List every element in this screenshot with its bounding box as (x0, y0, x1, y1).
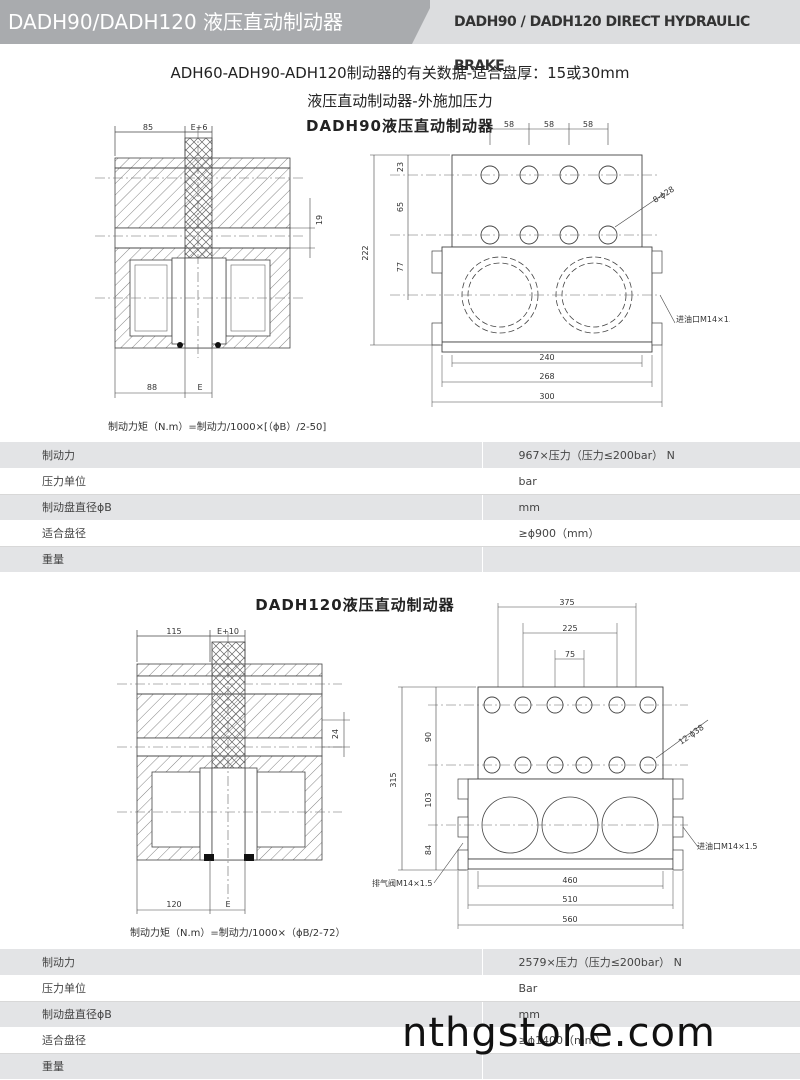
d2-total-h: 315 (389, 772, 398, 787)
drawing1-front-view: 58 58 58 222 23 65 77 8-ϕ28 进油口M14×1.5 2… (361, 120, 730, 407)
d1-holes-label: 8-ϕ28 (651, 185, 676, 205)
d2-oil-port: 进油口M14×1.5 (697, 841, 758, 851)
spec-label: 制动力 (0, 442, 482, 469)
d1-w268: 268 (539, 372, 554, 381)
d2-v90: 90 (424, 732, 433, 742)
d2-w460: 460 (562, 876, 577, 885)
drawing2-side-view: 115 E+10 24 120 E (117, 627, 350, 914)
drawing2-front-view: 375 225 75 315 90 103 84 12-ϕ38 进油口M14×1… (372, 598, 758, 929)
spec-label: 适合盘径 (0, 520, 482, 547)
model2-title: DADH120液压直动制动器 (255, 596, 455, 614)
d2-v84: 84 (424, 845, 433, 855)
banner-title-cn: DADH90/DADH120 液压直动制动器 (0, 0, 430, 44)
spec-label: 制动盘直径ϕB (0, 1001, 482, 1028)
d2-formula: 制动力矩（N.m）=制动力/1000×（ϕB/2-72） (130, 928, 346, 939)
d1-w240: 240 (539, 353, 554, 362)
table-row: 重量 (0, 1053, 800, 1080)
d2-holes-label: 12-ϕ38 (677, 723, 706, 747)
d2-dim-gap: E+10 (217, 627, 239, 636)
d2-w510: 510 (562, 895, 577, 904)
d2-dim-top: 115 (166, 627, 181, 636)
d2-v103: 103 (424, 792, 433, 807)
spec-value: bar (481, 468, 800, 495)
d1-pitch2: 58 (544, 120, 554, 129)
d2-w375: 375 (559, 598, 574, 607)
d1-dim-gap: E+6 (191, 123, 208, 132)
drawing1-side-view: 85 E+6 19 88 E (95, 123, 324, 398)
d1-dim-bottom: 88 (147, 383, 157, 392)
spec-value: ≥ϕ1400（mm） (481, 1027, 800, 1054)
spec-label: 重量 (0, 546, 482, 573)
table-row: 重量 (0, 546, 800, 573)
spec-value (481, 546, 800, 573)
spec-value: 967×压力（压力≤200bar） N (481, 442, 800, 469)
sub-heading: 液压直动制动器-外施加压力 (307, 92, 493, 110)
d1-oil-port: 进油口M14×1.5 (676, 314, 730, 324)
header-banner: DADH90/DADH120 液压直动制动器 DADH90 / DADH120 … (0, 0, 800, 74)
spec-label: 适合盘径 (0, 1027, 482, 1054)
watermark-text: nthgstone.com (402, 1010, 716, 1056)
d2-dim-bottom: 120 (166, 900, 181, 909)
d1-v77: 77 (396, 262, 405, 272)
d2-dim-e: E (225, 900, 230, 909)
d1-formula: 制动力矩（N.m）=制动力/1000×[（ϕB）/2-50] (108, 422, 327, 433)
d2-w560: 560 (562, 915, 577, 924)
spec-value: Bar (481, 975, 800, 1002)
d2-w225: 225 (562, 624, 577, 633)
spec-value: mm (481, 1001, 800, 1028)
d1-v65: 65 (396, 202, 405, 212)
spec-label: 压力单位 (0, 975, 482, 1002)
d1-total-h: 222 (361, 245, 370, 260)
spec-value: mm (481, 494, 800, 521)
d2-vent: 排气阀M14×1.5 (372, 878, 433, 888)
d2-w75: 75 (565, 650, 575, 659)
d2-dim-24: 24 (331, 729, 340, 739)
d1-pitch1: 58 (504, 120, 514, 129)
model1-title: DADH90液压直动制动器 (306, 117, 494, 135)
spec-value: 2579×压力（压力≤200bar） N (481, 949, 800, 976)
main-heading: ADH60-ADH90-ADH120制动器的有关数据-适合盘厚：15或30mm (170, 64, 630, 82)
banner-title-en: DADH90 / DADH120 DIRECT HYDRAULIC BRAKE (430, 0, 800, 74)
spec-value: ≥ϕ900（mm） (481, 520, 800, 547)
d1-v23: 23 (396, 162, 405, 172)
table-row: 适合盘径≥ϕ900（mm） (0, 520, 800, 547)
d1-dim-e: E (197, 383, 202, 392)
d1-pitch3: 58 (583, 120, 593, 129)
spec-value (481, 1053, 800, 1080)
spec-label: 制动盘直径ϕB (0, 494, 482, 521)
spec-label: 制动力 (0, 949, 482, 976)
d1-dim-top: 85 (143, 123, 153, 132)
banner-divider (412, 0, 434, 44)
table-row: 适合盘径≥ϕ1400（mm） (0, 1027, 800, 1054)
spec-label: 压力单位 (0, 468, 482, 495)
d1-w300: 300 (539, 392, 554, 401)
d1-dim-19: 19 (315, 215, 324, 225)
spec-label: 重量 (0, 1053, 482, 1080)
